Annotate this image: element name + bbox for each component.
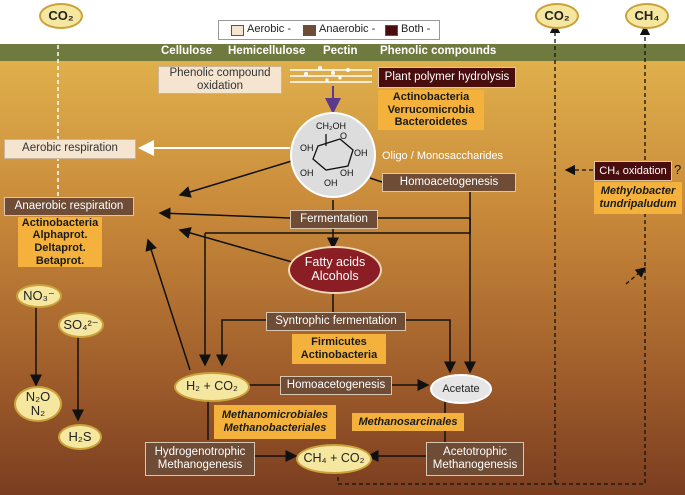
taxon-betaprot: Betaprot. (35, 254, 85, 267)
glucose-oh-4: OH (340, 168, 354, 178)
plant-polymer-hydrolysis: Plant polymer hydrolysis (378, 67, 516, 88)
h2-co2: H₂ + CO₂ (174, 372, 250, 402)
taxon-tundripaludum: tundripaludum (599, 198, 677, 210)
n2o-n2: N₂O N₂ (14, 386, 62, 422)
oligo-monosaccharides: Oligo / Monosaccharides (382, 150, 504, 162)
taxon-methanobacteriales: Methanobacteriales (223, 422, 327, 434)
legend-both: Both - (401, 23, 431, 35)
substrate-band: Cellulose Hemicellulose Pectin Phenolic … (0, 44, 685, 61)
taxon-deltaprot: Deltaprot. (34, 242, 86, 254)
aerobic-respiration: Aerobic respiration (4, 139, 136, 159)
phenolic-oxidation: Phenolic compound oxidation (158, 66, 282, 94)
alcohols-label: Alcohols (311, 269, 359, 283)
taxon-actinobacteria-3: Actinobacteria (300, 349, 378, 361)
ch4-co2: CH₄ + CO₂ (296, 444, 372, 474)
co2-right: CO₂ (535, 3, 579, 29)
fermentation: Fermentation (290, 210, 378, 229)
taxon-firmicutes: Firmicutes (311, 336, 367, 349)
h2s-ion: H₂S (58, 424, 102, 450)
taxon-alphaprot: Alphaprot. (32, 229, 88, 242)
legend-both-swatch (385, 25, 398, 36)
legend: Aerobic - Anaerobic - Both - (218, 20, 440, 40)
so4-ion: SO₄²⁻ (58, 312, 104, 338)
legend-aerobic: Aerobic - (247, 23, 292, 35)
anaerobic-taxa: Actinobacteria Alphaprot. Deltaprot. Bet… (18, 217, 102, 267)
legend-anaerobic-swatch (303, 25, 316, 36)
question-mark: ? (674, 162, 682, 177)
taxon-actinobacteria: Actinobacteria (392, 91, 470, 104)
ch4-oxidation: CH₄ oxidation (594, 161, 672, 181)
glucose-o: O (340, 131, 348, 141)
no3-ion: NO₃⁻ (16, 284, 62, 308)
hydrogenotrophic-methanogenesis: Hydrogenotrophic Methanogenesis (145, 442, 255, 476)
ch4-top: CH₄ (625, 3, 669, 29)
hydrolysis-taxa: Actinobacteria Verrucomicrobia Bacteroid… (378, 90, 484, 130)
syntrophic-taxa: Firmicutes Actinobacteria (292, 334, 386, 364)
methylobacter-taxa: Methylobacter tundripaludum (594, 182, 682, 214)
fatty-acids-label: Fatty acids (304, 255, 366, 270)
co2-left: CO₂ (39, 3, 83, 29)
taxon-methylobacter: Methylobacter (600, 185, 676, 198)
taxon-verrucomicrobia: Verrucomicrobia (387, 103, 475, 116)
legend-anaerobic: Anaerobic - (319, 23, 376, 35)
syntrophic-fermentation: Syntrophic fermentation (266, 312, 406, 331)
taxon-bacteroidetes: Bacteroidetes (394, 116, 468, 129)
n2-label: N₂ (30, 403, 46, 418)
taxon-methanomicrobiales: Methanomicrobiales (221, 409, 329, 422)
glucose-oh-2: OH (354, 148, 368, 158)
n2o-label: N₂O (25, 388, 51, 404)
glucose-oh-3: OH (300, 168, 314, 178)
methanosarcinales-taxon: Methanosarcinales (352, 413, 464, 431)
acetate: Acetate (430, 374, 492, 404)
glucose-oh-5: OH (324, 178, 338, 188)
substrate-pectin: Pectin (323, 45, 358, 57)
homoacetogenesis-mid: Homoacetogenesis (280, 376, 392, 395)
fatty-acids-alcohols: Fatty acids Alcohols (288, 246, 382, 294)
legend-aerobic-swatch (231, 25, 244, 36)
anaerobic-respiration: Anaerobic respiration (4, 197, 134, 216)
substrate-phenolic: Phenolic compounds (380, 45, 497, 57)
methanomicrobiales-taxa: Methanomicrobiales Methanobacteriales (214, 405, 336, 439)
substrate-cellulose: Cellulose (161, 45, 213, 57)
acetotrophic-methanogenesis: Acetotrophic Methanogenesis (426, 442, 524, 476)
glucose-oh-1: OH (300, 143, 314, 153)
glucose-ch2oh: CH₂OH (316, 121, 346, 131)
homoacetogenesis-top: Homoacetogenesis (382, 173, 516, 192)
taxon-actinobacteria-2: Actinobacteria (21, 216, 99, 229)
substrate-hemicellulose: Hemicellulose (228, 45, 306, 57)
